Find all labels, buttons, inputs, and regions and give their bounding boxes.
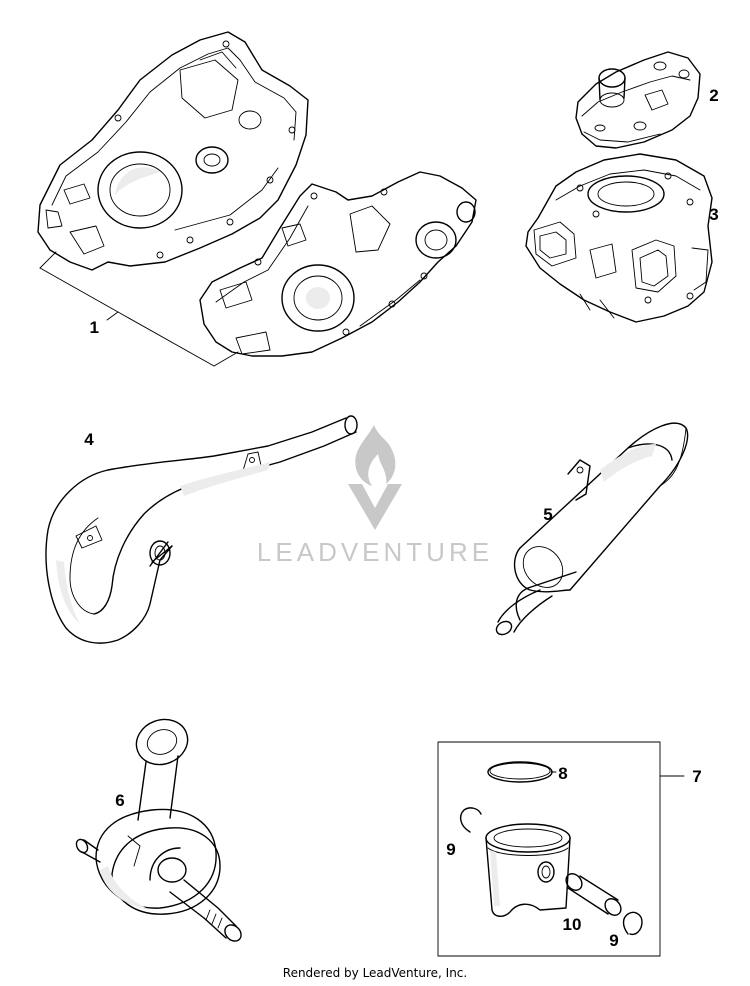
leadventure-flame-icon: [348, 425, 402, 530]
callout-5[interactable]: 5: [543, 505, 552, 524]
part-silencer[interactable]: [494, 422, 689, 637]
callout-9-upper[interactable]: 9: [446, 840, 455, 859]
callout-9-lower[interactable]: 9: [609, 931, 618, 950]
watermark: LEADVENTURE: [257, 425, 493, 567]
callout-8[interactable]: 8: [558, 764, 567, 783]
part-cylinder-head[interactable]: [575, 51, 701, 149]
part-piston[interactable]: [485, 823, 571, 917]
part-circlip-upper[interactable]: [459, 807, 482, 833]
callout-10[interactable]: 10: [563, 915, 582, 934]
callout-1[interactable]: 1: [90, 318, 99, 337]
leader-line-1: [39, 251, 239, 367]
callout-3[interactable]: 3: [709, 205, 718, 224]
watermark-text: LEADVENTURE: [257, 537, 493, 567]
part-piston-ring[interactable]: [487, 761, 557, 783]
part-exhaust-pipe[interactable]: [45, 415, 358, 644]
footer-credit: Rendered by LeadVenture, Inc.: [282, 966, 468, 980]
callout-2[interactable]: 2: [709, 86, 718, 105]
part-crankshaft[interactable]: [74, 712, 244, 944]
part-crankcase[interactable]: [37, 31, 477, 357]
callout-4[interactable]: 4: [84, 430, 94, 449]
piston-kit-box: [437, 741, 685, 957]
callout-7[interactable]: 7: [692, 767, 701, 786]
part-circlip-lower[interactable]: [622, 911, 643, 936]
part-cylinder[interactable]: [525, 153, 713, 323]
part-piston-pin[interactable]: [563, 871, 624, 919]
callout-6[interactable]: 6: [115, 791, 124, 810]
